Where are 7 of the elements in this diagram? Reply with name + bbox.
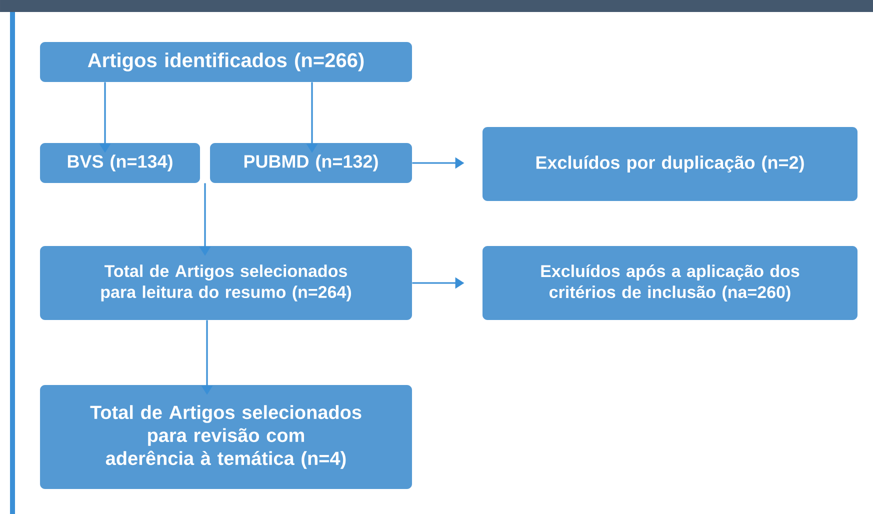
process-box: PUBMD (n=132)	[210, 143, 412, 183]
process-box: Artigos identificados (n=266)	[40, 42, 412, 82]
process-box: Total de Artigos selecionados para leitura do resumo (n=264)	[40, 246, 412, 320]
process-box: Excluídos por duplicação (n=2)	[482, 127, 858, 201]
process-box: Total de Artigos selecionados para revisão com aderência à temática (n=4)	[40, 385, 412, 489]
process-box: BVS (n=134)	[40, 143, 200, 183]
process-box: Excluídos após a aplicação dos critérios de inclusão (na=260)	[482, 246, 858, 320]
